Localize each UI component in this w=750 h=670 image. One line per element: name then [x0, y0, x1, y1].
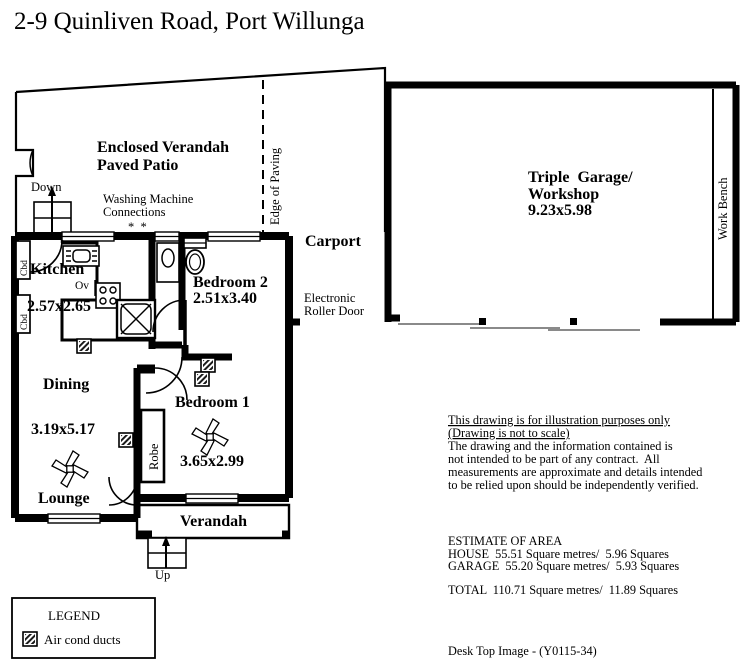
air-cond-duct-hall: [194, 371, 210, 387]
disclaimer-line1: This drawing is for illustration purpose…: [448, 413, 671, 427]
bedroom-1-door-swing: [137, 367, 188, 401]
air-cond-duct-bedroom-2: [200, 357, 216, 373]
bathroom-shower: [115, 298, 157, 340]
bedroom-2-dimensions: 2.51x3.40: [193, 290, 257, 307]
windows: [47, 231, 261, 524]
estimate-heading: ESTIMATE OF AREA: [448, 534, 562, 548]
robe-label: Robe: [147, 443, 161, 470]
page-title: 2-9 Quinliven Road, Port Willunga: [14, 8, 365, 35]
roller-door-label-line2: Roller Door: [304, 304, 365, 318]
verandah-outline: [135, 503, 291, 540]
washing-machine-connection-marks: * *: [128, 220, 147, 234]
disclaimer-line3: The drawing and the information containe…: [448, 439, 673, 453]
oven-label: Ov: [75, 280, 89, 292]
estimate-block: ESTIMATE OF AREA HOUSE 55.51 Square metr…: [448, 534, 679, 597]
stairs-up-label: Up: [155, 568, 170, 582]
garage-dimensions: 9.23x5.98: [528, 202, 592, 219]
disclaimer-line2: (Drawing is not to scale): [448, 426, 570, 440]
washing-machine-label-line1: Washing Machine: [103, 192, 194, 206]
bathroom-toilet: [183, 237, 207, 275]
garage-label-line1: Triple Garage/: [528, 169, 633, 186]
disclaimer-block: This drawing is for illustration purpose…: [448, 413, 702, 492]
disclaimer-line4: not intended to be part of any contract.…: [448, 452, 660, 466]
verandah-door-swing-left: [29, 149, 34, 177]
estimate-garage: GARAGE 55.20 Square metres/ 5.93 Squares: [448, 559, 679, 573]
roller-door-label-line1: Electronic: [304, 291, 356, 305]
cupboard-upper: [15, 240, 31, 280]
disclaimer-line5: measurements are approximate and details…: [448, 465, 702, 479]
stairs-down: [33, 186, 72, 235]
legend-box: LEGEND Air cond ducts: [11, 597, 156, 659]
enclosed-verandah-label-line1: Enclosed Verandah: [97, 139, 229, 156]
lounge-label: Lounge: [38, 490, 90, 507]
stairs-up: [147, 536, 187, 569]
estimate-house: HOUSE 55.51 Square metres/ 5.96 Squares: [448, 547, 669, 561]
bathroom-basin: [156, 242, 180, 283]
legend-item-label: Air cond ducts: [44, 632, 121, 647]
kitchen-door-swing: [29, 239, 64, 273]
bathroom-door-swing: [152, 299, 187, 345]
cupboard-lower: [15, 294, 31, 334]
legend-title: LEGEND: [48, 608, 100, 623]
air-cond-duct-dining: [76, 338, 92, 354]
bedroom-2-door-swing: [145, 356, 183, 394]
legend-hatched-square-icon: [22, 631, 38, 647]
dining-dimensions: 3.19x5.17: [31, 421, 95, 438]
footer-text: Desk Top Image - (Y0115-34): [448, 644, 597, 658]
robe-cupboard: [139, 408, 166, 484]
washing-machine-label-line2: Connections: [103, 205, 166, 219]
ceiling-fan-bedroom-1: [191, 418, 229, 456]
bedroom-1-label: Bedroom 1: [175, 394, 250, 411]
enclosed-verandah-label-line2: Paved Patio: [97, 157, 178, 174]
kitchen-label: Kitchen: [30, 261, 84, 278]
garage-roller-doors: [398, 318, 640, 331]
kitchen-sink: [62, 245, 100, 267]
window-lounge-bottom: [47, 513, 101, 524]
verandah-label: Verandah: [180, 513, 247, 530]
bedroom-2-label: Bedroom 2: [193, 274, 268, 291]
cupboard-lower-label: Cbd: [20, 314, 30, 330]
bedroom-1-dimensions: 3.65x2.99: [180, 453, 244, 470]
work-bench-label: Work Bench: [716, 177, 730, 240]
window-bedroom1-bottom: [185, 493, 239, 504]
kitchen-dimensions: 2.57x2.65: [27, 298, 91, 315]
window-bedroom2-top: [207, 231, 261, 242]
dining-label: Dining: [43, 376, 89, 393]
carport-label: Carport: [305, 233, 362, 250]
garage-label-line2: Workshop: [528, 186, 599, 203]
cupboard-upper-label: Cbd: [20, 260, 30, 276]
ceiling-fan-lounge: [51, 450, 89, 488]
window-kitchen-top: [61, 231, 115, 242]
edge-of-paving-label: Edge of Paving: [268, 147, 282, 225]
lounge-door-swing: [108, 476, 138, 506]
stairs-down-label: Down: [31, 180, 62, 194]
garage-walls: [384, 81, 740, 326]
estimate-total: TOTAL 110.71 Square metres/ 11.89 Square…: [448, 583, 678, 597]
window-bathroom-top: [154, 231, 180, 242]
air-cond-duct-lounge: [118, 432, 134, 448]
disclaimer-line6: to be relied upon should be independentl…: [448, 478, 699, 492]
